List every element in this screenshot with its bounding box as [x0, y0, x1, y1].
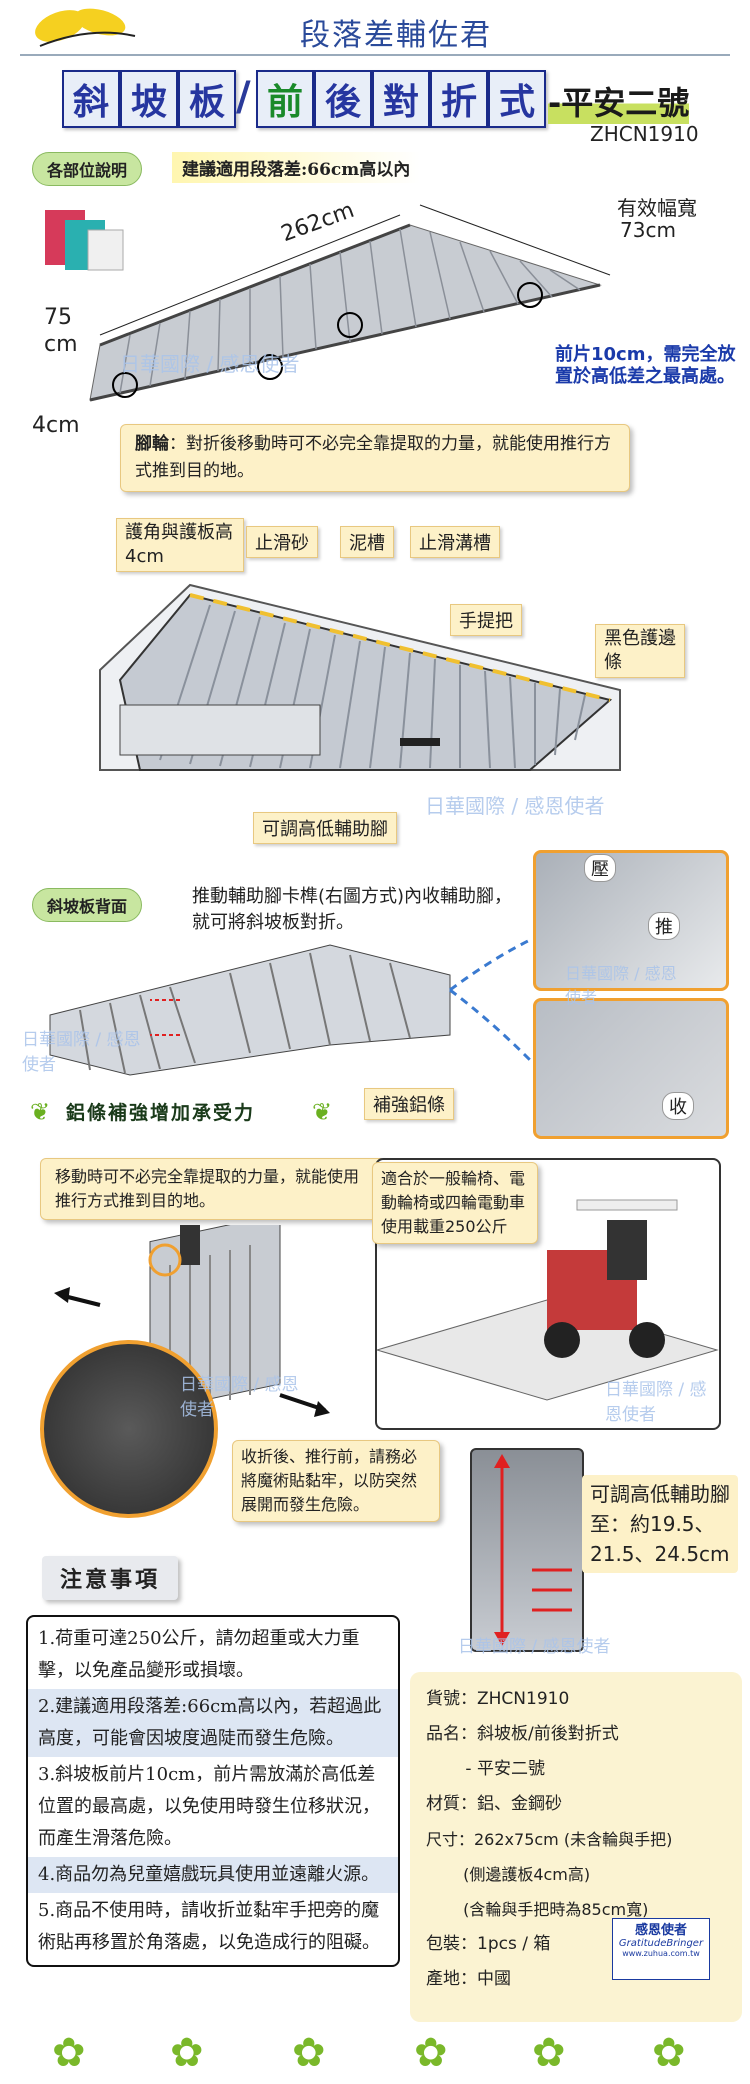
title-char: 坡 — [120, 70, 178, 128]
title-char: 式 — [488, 70, 546, 128]
spec-row: 包裝：1pcs / 箱 — [426, 1934, 551, 1954]
wheel-note: 腳輪：對折後移動時可不必完全靠提取的力量，就能使用推行方式推到目的地。 — [120, 424, 630, 492]
title-char: 前 — [256, 70, 314, 128]
adjust-foot-photo — [470, 1448, 584, 1652]
back-description: 推動輔助腳卡榫(右圖方式)內收輔助腳，就可將斜坡板對折。 — [192, 886, 513, 933]
label-handle: 手提把 — [450, 604, 522, 636]
section-tag-back: 斜坡板背面 — [32, 888, 143, 922]
watermark: 日華國際 / 感恩使者 — [425, 794, 605, 818]
front-piece-note: 前片10cm，需完全放置於高低差之最高處。 — [555, 344, 736, 387]
flower-icon: ✿ — [532, 2030, 566, 2076]
photo-retract — [533, 998, 729, 1139]
logo-en: GratitudeBringer — [618, 1938, 704, 1949]
label-anti-slip-sand: 止滑砂 — [246, 526, 318, 558]
photo-press-push — [533, 850, 729, 991]
label-black-edge: 黑色護邊條 — [595, 624, 685, 678]
label-reinforce: 補強鋁條 — [364, 1088, 454, 1120]
velcro-note: 收折後、推行前，請務必將魔術貼黏牢，以防突然展開而發生危險。 — [232, 1440, 440, 1522]
spec-row: 產地：中國 — [426, 1969, 511, 1989]
spec-row: 貨號：ZHCN1910 — [426, 1689, 570, 1709]
flower-icon: ✿ — [652, 2030, 686, 2076]
caution-item: 1.荷重可達250公斤，請勿超重或大力重擊，以免產品變形或損壞。 — [38, 1628, 360, 1681]
label-anti-slip-groove: 止滑溝槽 — [410, 526, 500, 558]
flower-icon: ✿ — [414, 2030, 448, 2076]
retract-label: 收 — [662, 1092, 694, 1120]
label-adjust-foot: 可調高低輔助腳 — [253, 812, 397, 844]
label-mud-groove: 泥槽 — [340, 526, 394, 558]
spec-row: (含輪與手把時為85cm寬) — [426, 1900, 649, 1919]
press-label: 壓 — [584, 854, 616, 882]
spec-row: (側邊護板4cm高) — [426, 1865, 591, 1884]
velcro-closeup — [40, 1340, 218, 1518]
flower-icon: ✿ — [52, 2030, 86, 2076]
spec-row: 材質：鋁、金鋼砂 — [426, 1794, 562, 1814]
logo-cn: 感恩使者 — [634, 1923, 687, 1938]
ramp-back-diagram — [30, 935, 480, 1099]
flower-icon: ✿ — [292, 2030, 326, 2076]
width-label: 有效幅寬 — [617, 196, 697, 220]
model-number: ZHCN1910 — [590, 122, 699, 146]
blue-arrow-lines — [440, 930, 540, 1074]
spec-row: 尺寸：262x75cm (未含輪與手把) — [426, 1830, 673, 1849]
title-suffix: -平安二號 — [548, 78, 690, 124]
flower-icon: ✿ — [170, 2030, 204, 2076]
watermark: 日華國際 / 感恩使者 — [22, 1030, 141, 1075]
height-note: 可調高低輔助腳至：約19.5、21.5、24.5cm — [582, 1475, 738, 1573]
ramp-diagram-top — [60, 185, 620, 419]
height-dimension-b: cm — [44, 332, 78, 357]
title-char: 斜 — [62, 70, 120, 128]
height-dimension-a: 75 — [44, 305, 72, 330]
header-divider — [20, 54, 730, 56]
caution-item: 3.斜坡板前片10cm，前片需放滿於高低差位置的最高處，以免使用時發生位移狀況，… — [38, 1764, 380, 1849]
cautions-list: 1.荷重可達250公斤，請勿超重或大力重擊，以免產品變形或損壞。 2.建議適用段… — [26, 1615, 400, 1967]
title-char: 後 — [314, 70, 372, 128]
caution-item: 2.建議適用段落差:66cm高以內，若超過此高度，可能會因坡度過陡而發生危險。 — [28, 1689, 398, 1757]
move-note: 移動時可不必完全靠提取的力量，就能使用推行方式推到目的地。 — [40, 1158, 386, 1220]
brand-title: 段落差輔佐君 — [300, 18, 492, 53]
butterfly-logo — [30, 6, 140, 55]
watermark: 日華國際 / 感恩使者 — [458, 1637, 611, 1657]
watermark: 日華國際 / 感恩使者 — [180, 1375, 299, 1420]
cautions-title: 注意事項 — [42, 1556, 179, 1600]
width-value: 73cm — [620, 218, 676, 242]
product-box-icon — [40, 200, 130, 284]
label-corner-guard: 護角與護板高4cm — [116, 518, 244, 572]
push-label: 推 — [648, 912, 680, 940]
section-tag-parts: 各部位說明 — [32, 152, 143, 186]
leaf-icon: ❦ — [30, 1098, 51, 1126]
wheel-title: 腳輪 — [135, 434, 169, 454]
title-slash: / — [236, 74, 251, 120]
title-char: 折 — [430, 70, 488, 128]
applicable-height: 建議適用段落差:66cm高以內 — [172, 152, 421, 183]
fit-note: 適合於一般輪椅、電動輪椅或四輪電動車使用載重250公斤 — [372, 1162, 538, 1244]
watermark: 日華國際 / 感恩使者 — [120, 352, 300, 376]
leaf-icon: ❦ — [312, 1098, 333, 1126]
guard-dimension: 4cm — [32, 413, 80, 438]
spec-row: 品名：斜坡板/前後對折式 — [426, 1724, 619, 1744]
title-char: 板 — [178, 70, 236, 128]
caution-item: 4.商品勿為兒童嬉戲玩具使用並遠離火源。 — [28, 1857, 398, 1893]
wheel-text: ：對折後移動時可不必完全靠提取的力量，就能使用推行方式推到目的地。 — [135, 434, 611, 481]
title-char: 對 — [372, 70, 430, 128]
caution-item: 5.商品不使用時，請收折並黏牢手把旁的魔術貼再移置於角落處，以免造成行的阻礙。 — [38, 1900, 380, 1953]
spec-row: - 平安二號 — [426, 1759, 545, 1779]
reinforce-banner: 鋁條補強增加承受力 — [66, 1102, 256, 1124]
watermark: 日華國際 / 感恩使者 — [605, 1380, 707, 1425]
ramp-diagram-features — [60, 540, 640, 794]
logo-url: www.zuhua.com.tw — [622, 1949, 700, 1958]
brand-logo: 感恩使者 GratitudeBringer www.zuhua.com.tw — [612, 1918, 710, 1980]
watermark: 日華國際 / 感恩使者 — [565, 964, 677, 1007]
